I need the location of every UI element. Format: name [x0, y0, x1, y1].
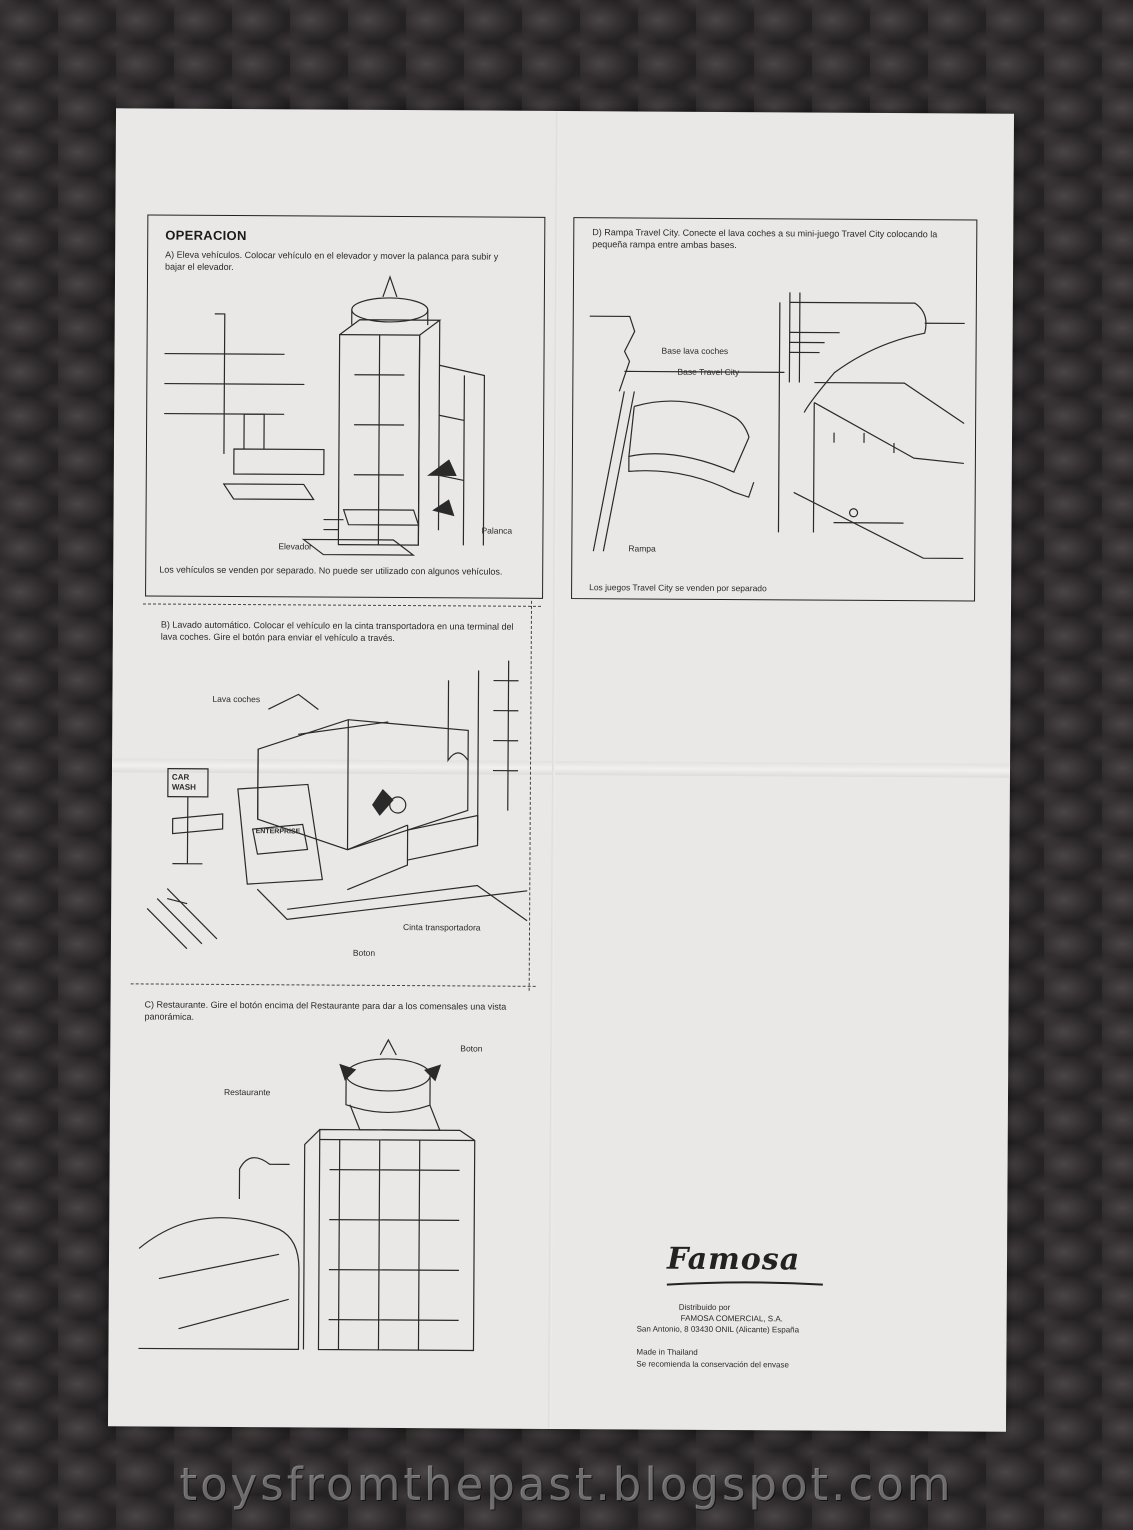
sign-car-wash: CAR WASH	[171, 772, 196, 792]
label-base-travel-city: Base Travel City	[677, 366, 740, 378]
label-boton-b: Boton	[352, 947, 376, 958]
footer-company: FAMOSA COMERCIAL, S.A.	[680, 1313, 783, 1324]
footer-made-in: Made in Thailand	[636, 1347, 698, 1357]
car-wash-illustration	[147, 648, 539, 970]
section-a-text: A) Eleva vehículos. Colocar vehículo en …	[165, 249, 499, 272]
restaurant-illustration	[138, 1028, 520, 1360]
label-elevador: Elevador	[278, 541, 312, 552]
section-c-text: C) Restaurante. Gire el botón encima del…	[144, 999, 507, 1022]
footer-address: San Antonio, 8 03430 ONIL (Alicante) Esp…	[636, 1324, 800, 1335]
elevator-illustration	[163, 274, 525, 566]
divider-c	[130, 983, 536, 987]
footer-recommendation: Se recomienda la conservación del envase	[636, 1359, 789, 1370]
section-b-text: B) Lavado automático. Colocar el vehícul…	[160, 619, 514, 643]
divider-b	[143, 603, 542, 607]
section-d-note: Los juegos Travel City se venden por sep…	[589, 582, 767, 594]
label-lava-coches: Lava coches	[212, 693, 261, 705]
label-restaurante: Restaurante	[223, 1086, 271, 1098]
truck-text: ENTERPRISE	[255, 828, 301, 836]
famosa-logo: Famosa	[666, 1241, 801, 1278]
ramp-illustration	[583, 281, 965, 573]
label-cinta-transportadora: Cinta transportadora	[403, 922, 481, 933]
section-title: OPERACION	[165, 227, 247, 244]
label-palanca: Palanca	[481, 525, 513, 536]
logo-underline	[665, 1280, 825, 1289]
section-d-text: D) Rampa Travel City. Conecte el lava co…	[592, 227, 938, 251]
label-boton-c: Boton	[460, 1043, 483, 1054]
section-a-note: Los vehículos se venden por separado. No…	[159, 564, 503, 577]
instruction-sheet: OPERACION A) Eleva vehículos. Colocar ve…	[107, 108, 1015, 1432]
blog-watermark: toysfromthepast.blogspot.com	[179, 1458, 954, 1511]
label-rampa: Rampa	[628, 543, 656, 554]
footer-distributed: Distribuido por	[678, 1302, 731, 1313]
label-base-lava-coches: Base lava coches	[661, 345, 729, 357]
